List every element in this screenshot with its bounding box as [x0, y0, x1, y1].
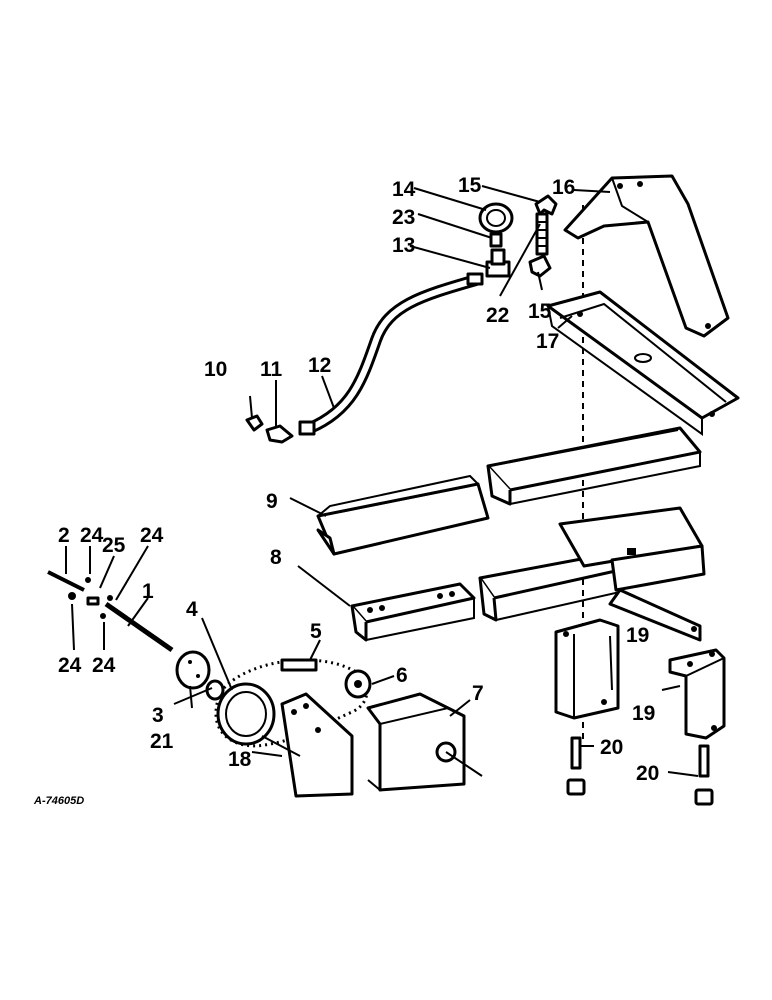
callout-13: 13 — [392, 234, 415, 257]
part-4-sprocket — [216, 682, 276, 746]
callout-2: 2 — [58, 524, 70, 547]
part-22-nipple — [535, 212, 549, 256]
part-7-plate — [366, 692, 483, 792]
callout-24-top-right: 24 — [140, 524, 164, 547]
callout-15-lower: 15 — [528, 300, 552, 323]
callout-9: 9 — [266, 490, 278, 513]
part-23-fitting — [489, 232, 503, 248]
callout-leaders — [65, 185, 699, 777]
callout-19-left: 19 — [626, 624, 649, 647]
part-20-bolt-left — [566, 736, 586, 796]
callout-24-bottom-right: 24 — [92, 654, 116, 677]
callout-12: 12 — [308, 354, 331, 377]
part-5-chain — [214, 658, 369, 748]
callout-8: 8 — [270, 546, 282, 569]
callout-numbers: 1 2 3 4 5 6 7 8 9 10 11 12 13 14 15 15 1… — [33, 174, 659, 807]
callout-6: 6 — [396, 664, 408, 687]
callout-5: 5 — [310, 620, 322, 643]
part-15-elbow-lower — [528, 254, 552, 278]
callout-17: 17 — [536, 330, 559, 353]
part-13-tee — [485, 248, 511, 278]
callout-25: 25 — [102, 534, 126, 557]
part-10-fitting — [245, 414, 264, 432]
upper-channel-rail — [486, 426, 702, 506]
part-12-hose — [298, 272, 484, 436]
part-19-bracket-left — [554, 618, 620, 720]
part-24-washers — [68, 577, 113, 619]
part-11-elbow — [265, 424, 294, 444]
lower-channel-rail — [478, 506, 706, 642]
part-20-bolt-right — [694, 744, 714, 806]
callout-18: 18 — [228, 748, 252, 771]
callout-4: 4 — [186, 598, 198, 621]
callout-21: 21 — [150, 730, 174, 753]
part-14-gauge — [478, 202, 514, 234]
callout-22: 22 — [486, 304, 509, 327]
part-19-bracket-right — [668, 648, 726, 740]
part-16-support-bracket — [563, 174, 730, 338]
part-25-key — [86, 596, 100, 606]
callout-20-left: 20 — [600, 736, 623, 759]
part-18-plate — [261, 692, 354, 798]
callout-15-upper: 15 — [458, 174, 482, 197]
callout-7: 7 — [472, 682, 484, 705]
callout-1: 1 — [142, 580, 154, 603]
callout-23: 23 — [392, 206, 415, 229]
callout-24-bottom-left: 24 — [58, 654, 82, 677]
callout-20-right: 20 — [636, 762, 659, 785]
part-17-channel — [546, 290, 740, 436]
callout-11: 11 — [260, 358, 283, 381]
callout-3: 3 — [152, 704, 164, 727]
part-1-shaft — [104, 601, 174, 653]
part-9-chute — [316, 474, 490, 556]
part-6-sprocket — [344, 669, 372, 699]
callout-10: 10 — [204, 358, 227, 381]
callout-19-right: 19 — [632, 702, 655, 725]
figure-reference: A-74605D — [33, 795, 84, 807]
part-2-pin — [47, 570, 85, 592]
part-8-channel — [350, 582, 476, 642]
callout-24-top-left: 24 — [80, 524, 104, 547]
callout-16: 16 — [552, 176, 575, 199]
part-3-hub — [175, 650, 211, 690]
callout-14: 14 — [392, 178, 416, 201]
